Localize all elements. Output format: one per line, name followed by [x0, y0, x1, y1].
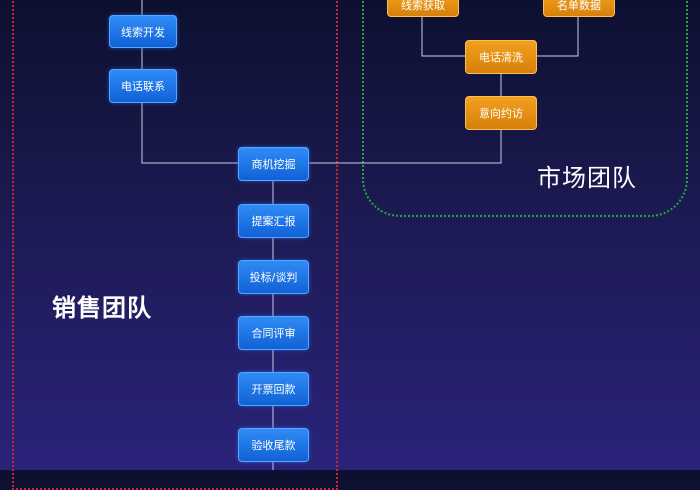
bid-negotiation-label: 投标/谈判	[249, 271, 298, 284]
phone-cleansing-box: 电话清洗	[465, 40, 537, 74]
connector-source2-to-clean	[537, 17, 579, 57]
contract-review-box: 合同评审	[238, 316, 309, 350]
opportunity-mining-box: 商机挖掘	[238, 147, 309, 181]
bid-negotiation-box: 投标/谈判	[238, 260, 309, 294]
connector-visit-to-opportunity	[309, 130, 502, 164]
opportunity-mining-label: 商机挖掘	[251, 158, 296, 171]
lead-acquisition-label: 线索获取	[401, 0, 445, 12]
intent-visit-label: 意向约访	[479, 107, 523, 120]
connector-call-to-opportunity	[141, 103, 238, 164]
acceptance-final-payment-box: 验收尾款	[238, 428, 309, 462]
contract-review-label: 合同评审	[251, 327, 296, 340]
phone-contact-box: 电话联系	[109, 69, 177, 103]
list-data-label: 名单数据	[557, 0, 601, 12]
proposal-report-label: 提案汇报	[251, 215, 296, 228]
connector-source1-to-clean	[421, 17, 465, 57]
acceptance-final-payment-label: 验收尾款	[251, 439, 296, 452]
phone-contact-label: 电话联系	[121, 80, 165, 93]
connector-lines	[141, 0, 579, 470]
lead-development-label: 线索开发	[121, 25, 165, 39]
proposal-report-box: 提案汇报	[238, 204, 309, 238]
market-team-label: 市场团队	[537, 164, 637, 192]
lead-development-box: 线索开发	[109, 15, 177, 48]
market-team-zone	[362, 0, 688, 217]
sales-team-label: 销售团队	[52, 294, 152, 322]
invoice-payment-box: 开票回款	[238, 372, 309, 406]
flow-diagram: 线索开发 电话联系 商机挖掘 提案汇报 投标/谈判 合同评审 开票回款 验收尾款…	[12, 0, 688, 490]
list-data-box: 名单数据	[543, 0, 615, 17]
invoice-payment-label: 开票回款	[251, 383, 296, 396]
intent-visit-box: 意向约访	[465, 96, 537, 130]
phone-cleansing-label: 电话清洗	[479, 51, 523, 64]
lead-acquisition-box: 线索获取	[387, 0, 459, 17]
